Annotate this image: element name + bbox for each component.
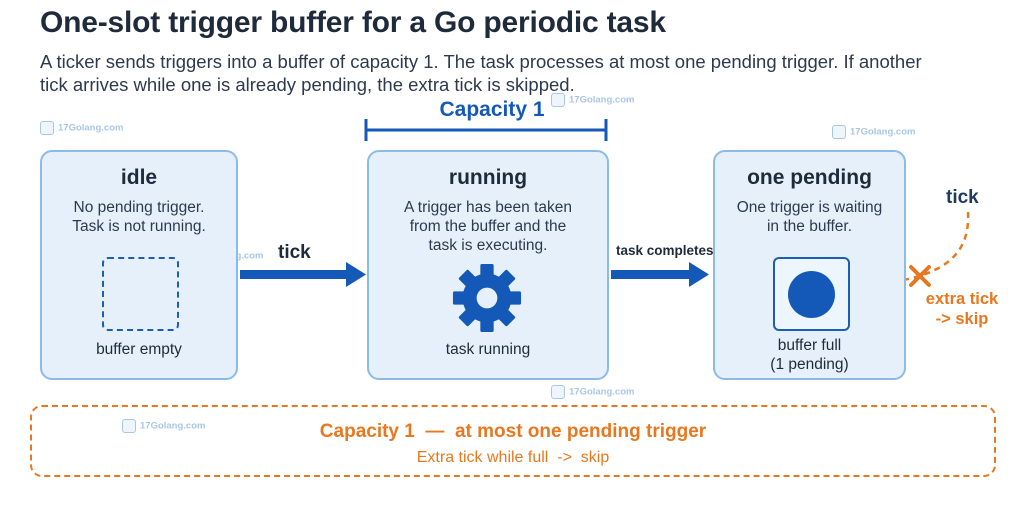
capacity-note-title: Capacity 1 — at most one pending trigger: [319, 421, 707, 442]
extra-tick-line: -> skip: [935, 310, 989, 328]
description-line: No pending trigger.: [73, 199, 205, 216]
state-caption: task running: [445, 341, 531, 358]
capacity-label: Capacity 1: [439, 98, 545, 121]
watermark-logo-icon: [551, 385, 565, 399]
empty-buffer-slot: [102, 257, 179, 331]
caption-line: (1 pending): [770, 356, 849, 373]
watermark-text: 17Golang.com: [850, 126, 916, 138]
gear-icon: [452, 263, 522, 333]
state-one-pending: one pending One trigger is waiting in th…: [713, 150, 906, 380]
state-caption: buffer empty: [96, 341, 182, 358]
task-completes-arrow: [611, 262, 709, 287]
state-description: A trigger has been taken from the buffer…: [379, 198, 597, 255]
description-line: Task is not running.: [72, 218, 206, 235]
watermark: 17Golang.com: [551, 93, 634, 107]
capacity-bracket: [364, 119, 608, 141]
watermark-logo-icon: [832, 125, 846, 139]
capacity-note-box: Capacity 1 — at most one pending trigger…: [30, 405, 996, 477]
watermark-logo-icon: [122, 419, 136, 433]
external-tick-label: tick: [946, 187, 979, 208]
page-title: One-slot trigger buffer for a Go periodi…: [40, 6, 666, 39]
pending-trigger-dot: [788, 271, 835, 318]
watermark: 17Golang.com: [551, 385, 634, 399]
task-completes-label: task completes: [616, 243, 714, 258]
page-subtitle: A ticker sends triggers into a buffer of…: [40, 51, 922, 95]
watermark: 17Golang.com: [40, 121, 123, 135]
watermark: 17Golang.com: [832, 125, 915, 139]
full-buffer-slot: [773, 257, 850, 331]
capacity-note-detail: Extra tick while full -> skip: [416, 449, 610, 466]
watermark-text: 17Golang.com: [569, 94, 635, 106]
watermark-text: 17Golang.com: [569, 386, 635, 398]
watermark-logo-icon: [551, 93, 565, 107]
watermark: 17Golang.com: [122, 419, 205, 433]
tick-arrow: [240, 262, 366, 287]
state-title: one pending: [747, 166, 872, 189]
description-line: from the buffer and the: [409, 218, 567, 235]
extra-tick-line: extra tick: [925, 290, 999, 308]
state-title: running: [448, 166, 528, 189]
cross-icon: [909, 265, 931, 287]
state-idle: idle No pending trigger. Task is not run…: [40, 150, 238, 380]
caption-line: buffer full: [777, 337, 842, 354]
description-line: One trigger is waiting: [736, 199, 883, 216]
description-line: A trigger has been taken: [403, 199, 573, 216]
watermark-logo-icon: [40, 121, 54, 135]
description-line: in the buffer.: [766, 218, 853, 235]
description-line: task is executing.: [428, 237, 548, 254]
state-caption: buffer full (1 pending): [715, 336, 904, 374]
watermark-text: 17Golang.com: [140, 420, 206, 432]
state-description: One trigger is waiting in the buffer.: [725, 198, 894, 236]
watermark-text: 17Golang.com: [58, 122, 124, 134]
state-title: idle: [120, 166, 158, 189]
tick-arrow-label: tick: [278, 242, 311, 263]
extra-tick-skip-label: extra tick -> skip: [912, 289, 1012, 329]
state-description: No pending trigger. Task is not running.: [52, 198, 226, 236]
